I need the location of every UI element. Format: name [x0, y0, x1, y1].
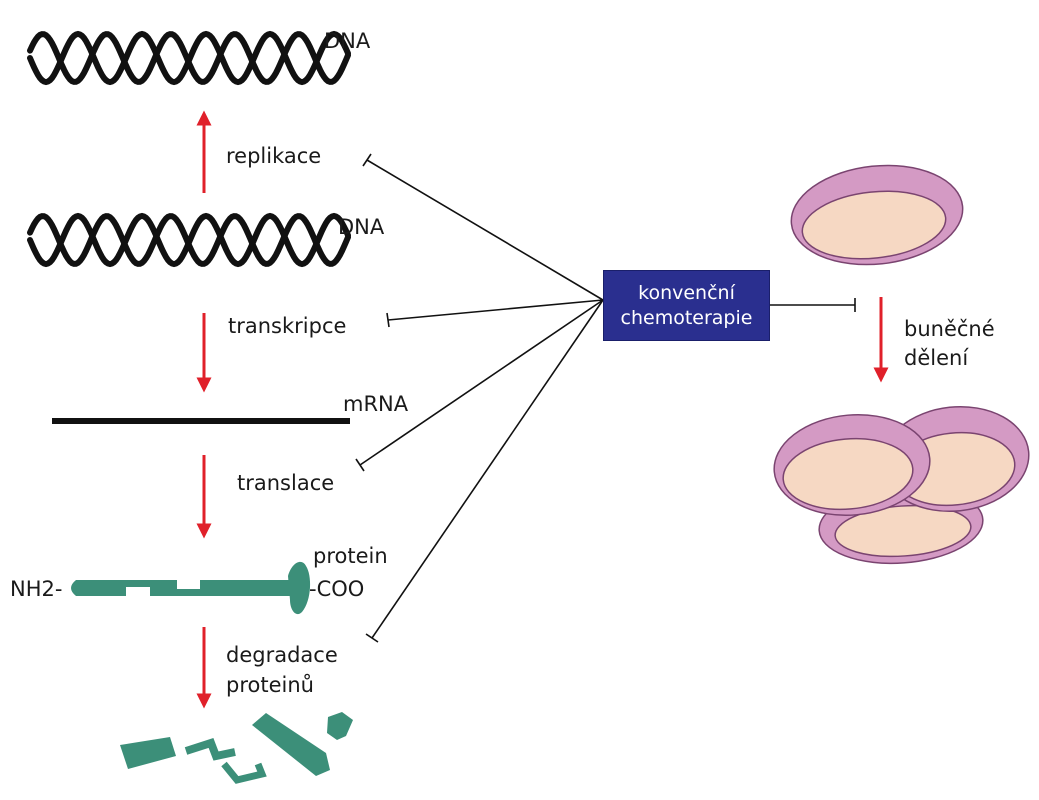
cell-divided-group — [773, 405, 1030, 565]
degradation-label-line1: degradace — [226, 643, 338, 667]
dna-middle-label: DNA — [338, 215, 385, 239]
inhibition-lines — [355, 153, 856, 643]
dna-strand-2 — [27, 213, 351, 267]
chemotherapy-box: konvenční chemoterapie — [603, 270, 770, 341]
chemotherapy-label-line2: chemoterapie — [620, 306, 753, 329]
dna-helix-middle — [27, 212, 351, 268]
fragment-4 — [252, 713, 330, 776]
protein-c-terminus-joint — [284, 580, 294, 596]
nh2-terminus-label: NH2- — [10, 577, 63, 601]
protein-backbone — [71, 580, 291, 596]
chemotherapy-label-line1: konvenční — [638, 281, 735, 304]
dna-top-label: DNA — [324, 29, 371, 53]
protein-label: protein — [313, 544, 388, 568]
degradation-label-line2: proteinů — [226, 673, 314, 697]
translation-label: translace — [237, 471, 335, 495]
protein-fragments — [120, 712, 353, 784]
fragment-1 — [120, 737, 176, 769]
inhibit-degradation-bar — [365, 633, 379, 643]
cell-single — [790, 164, 964, 266]
coo-terminus-label: -COO — [309, 577, 365, 601]
inhibit-transcription-bar — [386, 312, 390, 328]
protein-c-terminus — [288, 561, 311, 615]
fragment-3 — [221, 761, 267, 784]
fragment-2 — [184, 738, 236, 761]
fragment-5 — [327, 712, 353, 740]
protein-chain — [71, 561, 311, 615]
cell-divided-left — [773, 413, 931, 517]
mrna-label: mRNA — [343, 392, 409, 416]
cell-division-label-line1: buněčné — [904, 317, 995, 341]
dna-helix-top — [27, 30, 351, 86]
dna-strand-2 — [27, 31, 351, 85]
transcription-label: transkripce — [228, 314, 347, 338]
replication-label: replikace — [226, 144, 322, 168]
inhibit-replication-line — [366, 159, 604, 301]
inhibit-translation-line — [359, 299, 604, 466]
inhibit-transcription-line — [387, 299, 604, 321]
inhibit-translation-bar — [355, 458, 365, 472]
cell-division-label-line2: dělení — [904, 346, 969, 370]
inhibit-degradation-line — [371, 299, 604, 639]
inhibit-replication-bar — [362, 153, 372, 167]
